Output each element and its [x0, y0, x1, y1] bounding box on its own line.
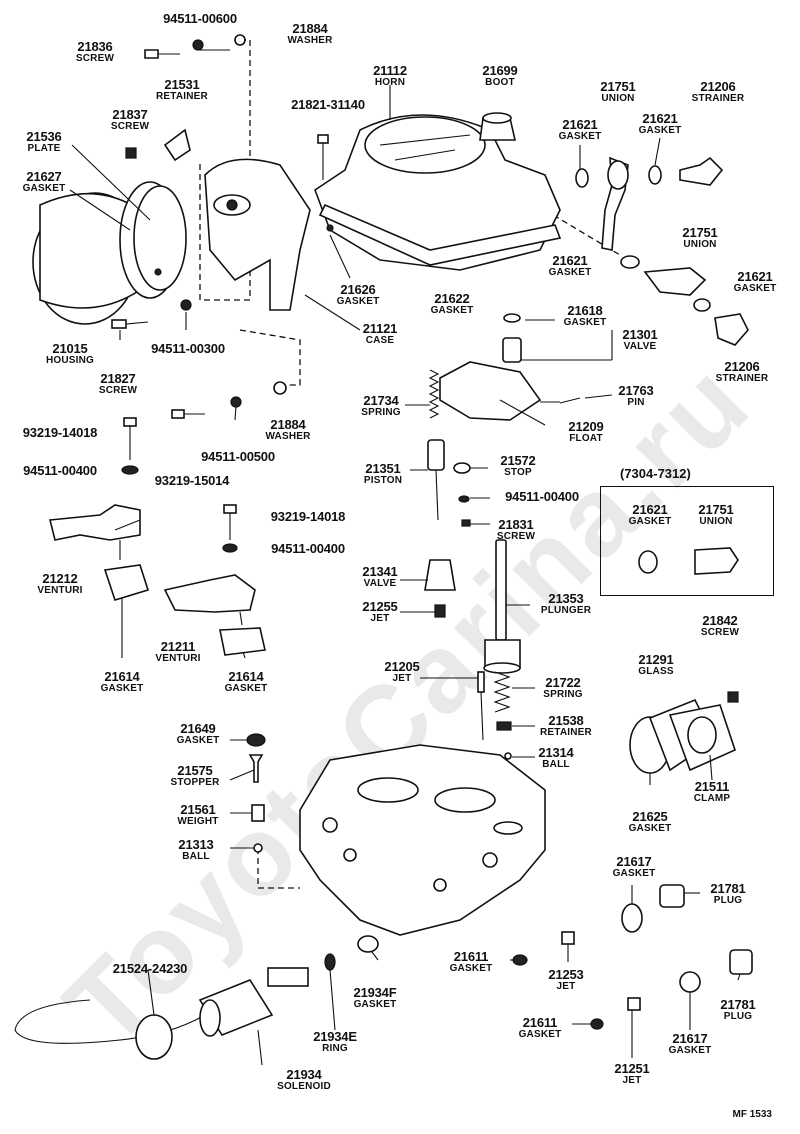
part-label: 94511-00500 [201, 449, 275, 464]
screws-left-drawing [111, 34, 287, 553]
stopper-weight-drawing [246, 733, 266, 853]
figure-code: MF 1533 [732, 1109, 772, 1120]
variant-box [600, 486, 774, 596]
valve-float-drawing [439, 313, 581, 421]
part-label: 93219-14018 [22, 425, 98, 440]
part-label: 94511-00400 [505, 489, 579, 504]
main-body-drawing [299, 744, 546, 936]
venturi-drawing [48, 504, 266, 656]
part-label: 21821-31140 [291, 97, 365, 112]
union-strainer-mid-drawing [620, 255, 749, 346]
screw-21821-drawing [317, 134, 329, 180]
horn-body-drawing [314, 114, 562, 271]
part-label: 21524-24230 [112, 961, 188, 976]
part-label: 93219-14018 [270, 509, 346, 524]
part-label: 94511-00300 [151, 341, 225, 356]
boot-drawing [479, 112, 517, 141]
glass-clamp-drawing [629, 691, 739, 774]
part-label: 94511-00400 [23, 463, 97, 478]
plugs-right-drawing [512, 884, 753, 1030]
plate-gasket-drawing [119, 181, 187, 299]
plunger-drawing [483, 539, 521, 760]
variant-box-parts-drawing [638, 547, 739, 575]
part-label: 93219-15014 [154, 473, 230, 488]
case-drawing [204, 158, 311, 311]
variant-box-title: (7304-7312) [620, 466, 691, 481]
solenoid-drawing [14, 935, 379, 1060]
part-label: 94511-00600 [163, 11, 237, 26]
valve-jet-drawing [424, 559, 485, 741]
union-strainer-top-drawing [575, 156, 724, 251]
part-label: 94511-00400 [271, 541, 345, 556]
leader-lines [69, 49, 741, 1066]
